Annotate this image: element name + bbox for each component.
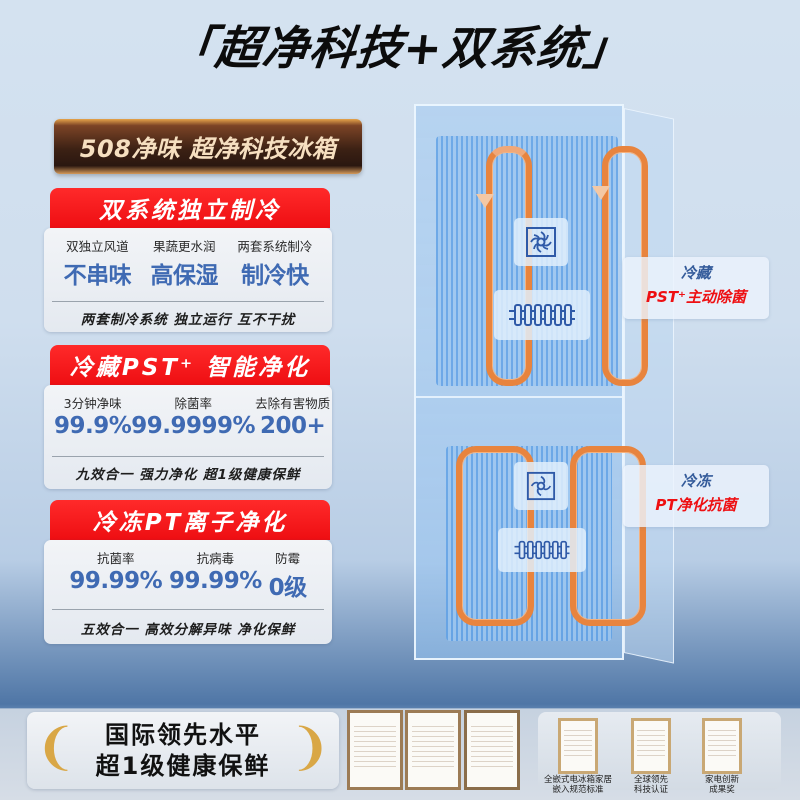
stat-item: 果蔬更水润 高保湿 [150,239,218,289]
arrow-down-icon [592,186,610,200]
fridge-illustration [414,104,648,660]
stat-item: 防霉 0级 [268,551,308,601]
laurel-right-icon: ❩ [289,718,331,776]
certificate-label: 全嵌式电冰箱家居 嵌入规范标准 [543,775,612,795]
certificate-image [347,710,403,790]
card-footer: 两套制冷系统 独立运行 互不干扰 [80,312,296,328]
certificate-image [631,718,671,774]
brand-banner-text: 508净味 超净科技冰箱 [79,135,337,163]
fan-icon-box-lower [514,462,568,510]
section-header-freezer-purify: 冷冻PT离子净化 [50,500,330,540]
divider [52,456,324,457]
section-header-refrigeration-purify: 冷藏PST⁺ 智能净化 [50,345,330,385]
fridge-tag-freezer: 冷冻 PT净化抗菌 [623,465,769,527]
certificate-group: 全嵌式电冰箱家居 嵌入规范标准 全球领先 科技认证 家电创新 成果奖 [538,712,781,795]
stat-item: 抗菌率 99.99% [69,551,163,594]
arrow-down-icon [476,194,494,208]
card-footer: 九效合一 强力净化 超1级健康保鲜 [75,467,301,483]
brand-banner: 508净味 超净科技冰箱 [54,119,362,174]
feature-card-dual-system: 双独立风道 不串味 果蔬更水润 高保湿 两套系统制冷 制冷快 两套制冷系统 独立… [44,228,332,332]
airflow-loop-left [486,146,532,386]
page-title: 「超净科技+双系统」 [165,21,634,75]
divider [52,301,324,302]
certificate-label: 全球领先 科技认证 [633,775,668,795]
laurel-left-icon: ❨ [35,718,77,776]
evaporator-icon [514,540,570,560]
certificate-image [464,710,520,790]
honor-badge: ❨ 国际领先水平 超1级健康保鲜 ❩ [27,712,339,789]
fan-icon [526,227,556,257]
fridge-tag-refrigeration: 冷藏 PST⁺主动除菌 [623,257,769,319]
certificate-image [405,710,461,790]
stat-item: 除菌率 99.9999% [131,396,256,439]
divider [52,609,324,610]
stat-item: 3分钟净味 99.9% [54,396,132,439]
stat-item: 两套系统制冷 制冷快 [237,239,313,289]
card-footer: 五效合一 高效分解异味 净化保鲜 [80,622,296,638]
stat-item: 抗病毒 99.99% [168,551,262,594]
honor-line-1: 国际领先水平 [105,721,261,749]
evaporator-icon-box [494,290,590,340]
evaporator-icon [509,304,575,326]
honor-line-2: 超1级健康保鲜 [95,752,271,780]
fan-icon-box [514,218,568,266]
certificate-image [558,718,598,774]
compartment-divider [416,396,622,398]
feature-card-freezer-purify: 抗菌率 99.99% 抗病毒 99.99% 防霉 0级 五效合一 高效分解异味 … [44,540,332,644]
feature-card-refrigeration-purify: 3分钟净味 99.9% 除菌率 99.9999% 去除有害物质 200+ 九效合… [44,385,332,489]
fan-icon [526,471,556,501]
certificate-image [702,718,742,774]
evaporator-icon-box-lower [498,528,586,572]
stat-item: 双独立风道 不串味 [63,239,132,289]
stat-item: 去除有害物质 200+ [255,396,331,439]
section-header-dual-system: 双系统独立制冷 [50,188,330,228]
certificate-label: 家电创新 成果奖 [704,775,739,795]
